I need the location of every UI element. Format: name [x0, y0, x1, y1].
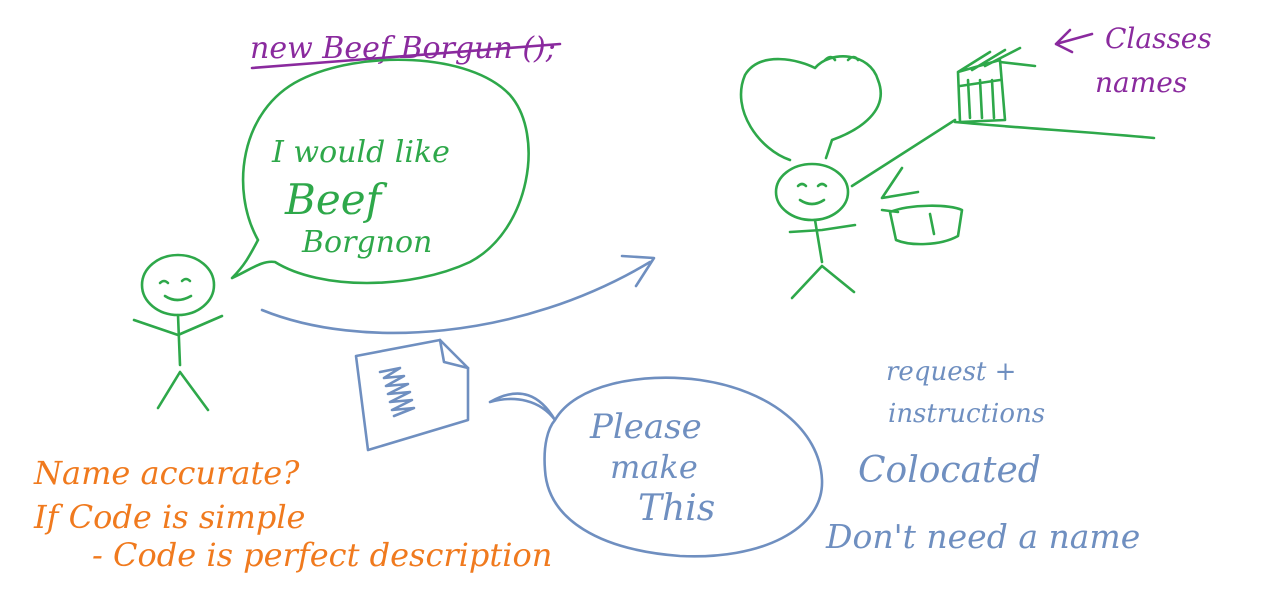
bubble-line-2: Beef	[284, 175, 388, 224]
document-fold	[438, 338, 470, 370]
chef-head	[774, 162, 850, 222]
chef-smile	[798, 198, 826, 206]
bubble-line-3: Borgnon	[301, 225, 432, 260]
orange-line-1: Name accurate?	[33, 454, 300, 492]
request-line-3: This	[638, 488, 715, 529]
document-icon	[354, 338, 470, 452]
cooking-pot-icon	[880, 204, 964, 246]
chef-stick-figure	[739, 55, 957, 300]
classes-label: Classes	[1105, 22, 1212, 55]
bubble-line-1: I would like	[271, 135, 450, 170]
notes-line-4: Don't need a name	[825, 517, 1140, 556]
classes-arrow	[1054, 28, 1094, 54]
chef-hat	[739, 55, 882, 162]
chef-reach-arrow	[850, 118, 957, 200]
chef-body	[813, 218, 824, 264]
request-arrow	[260, 260, 652, 335]
request-line-2: make	[610, 448, 698, 486]
customer-legs	[156, 370, 210, 412]
customer-body	[176, 313, 182, 367]
recipe-shelf	[953, 46, 1156, 140]
customer-arms	[132, 314, 224, 337]
customer-stick-figure	[132, 253, 224, 412]
request-line-1: Please	[589, 407, 702, 447]
orange-line-3: - Code is perfect description	[92, 536, 552, 574]
chef-hat-puffs	[823, 55, 860, 62]
customer-smile	[163, 294, 193, 302]
books-icon	[956, 46, 1037, 124]
document-scribble	[378, 366, 416, 418]
customer-eyes	[158, 277, 192, 285]
notes-line-3: Colocated	[858, 450, 1041, 491]
customer-head	[140, 253, 216, 317]
request-speech-bubble	[488, 376, 824, 558]
shelf-line	[953, 120, 1156, 140]
code-underline	[250, 42, 562, 70]
chef-eyes	[796, 182, 828, 188]
document-outline	[354, 338, 470, 452]
customer-speech-bubble	[230, 58, 530, 285]
notes-line-2: instructions	[888, 399, 1045, 429]
names-label: names	[1095, 66, 1187, 99]
notes-line-1: request +	[886, 357, 1016, 387]
request-arrow-head	[620, 254, 656, 288]
orange-line-2: If Code is simple	[33, 498, 305, 536]
chef-legs	[790, 264, 856, 300]
chef-arms	[788, 223, 857, 234]
